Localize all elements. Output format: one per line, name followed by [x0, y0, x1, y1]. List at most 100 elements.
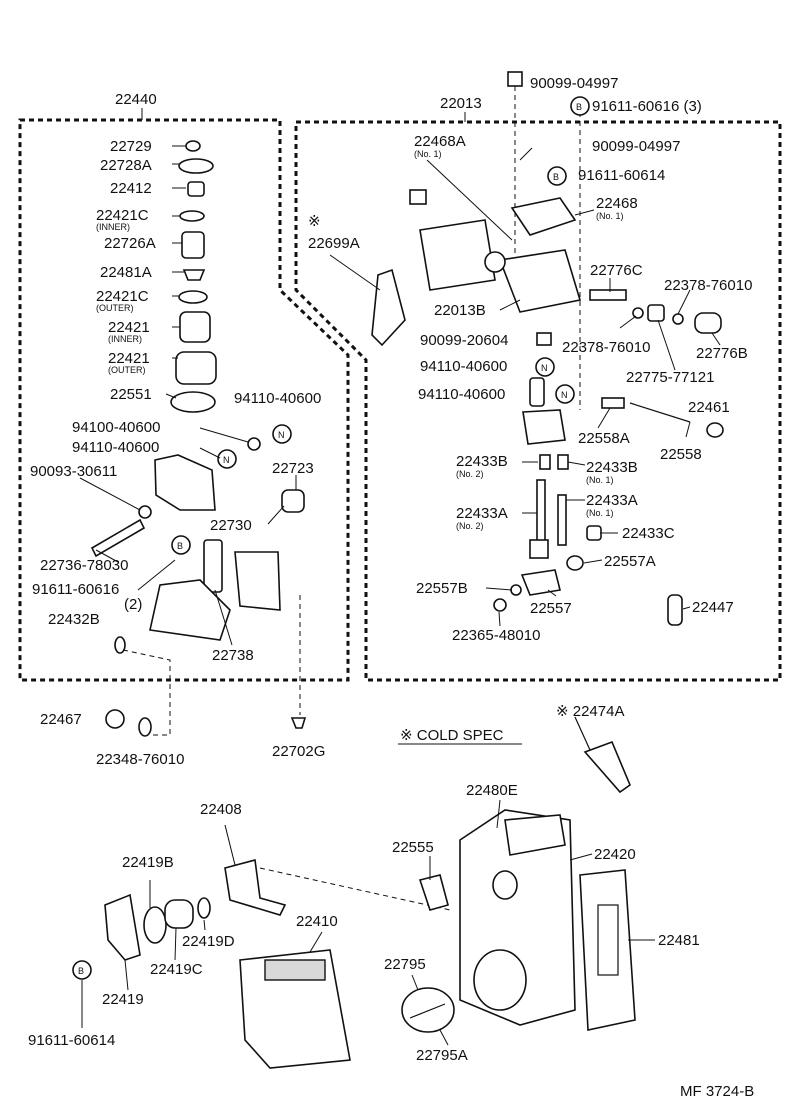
label-22408: 22408: [200, 801, 242, 818]
left-stack-parts: [90, 140, 305, 654]
bolt-mark-3: B: [553, 172, 559, 182]
label-22419B: 22419B: [122, 854, 174, 871]
label-91611-60616: 91611-60616: [32, 581, 119, 598]
label-22474A: ※ 22474A: [556, 703, 624, 720]
label-22555: 22555: [392, 839, 434, 856]
label-22447: 22447: [692, 599, 734, 616]
label-22365-48010: 22365-48010: [452, 627, 540, 644]
label-22412: 22412: [110, 180, 152, 197]
label-22468: 22468: [596, 195, 638, 212]
note-no1-b: (No. 1): [596, 211, 624, 221]
note-qty2: (2): [124, 596, 142, 613]
part-22348-shape: [138, 717, 152, 737]
note-no2-b: (No. 2): [456, 521, 484, 531]
label-22348-76010: 22348-76010: [96, 751, 184, 768]
label-22013: 22013: [440, 95, 482, 112]
note-no1-a: (No. 1): [414, 149, 442, 159]
label-90093-30611: 90093-30611: [30, 463, 117, 480]
label-22419: 22419: [102, 991, 144, 1008]
label-22410: 22410: [296, 913, 338, 930]
label-90099-20604: 90099-20604: [420, 332, 508, 349]
label-94110-40600-b: 94110-40600: [72, 439, 159, 456]
label-22481: 22481: [658, 932, 700, 949]
label-22013B: 22013B: [434, 302, 486, 319]
note-inner-a: (INNER): [96, 222, 130, 232]
label-22481A: 22481A: [100, 264, 152, 281]
label-22420: 22420: [594, 846, 636, 863]
label-22795A: 22795A: [416, 1047, 468, 1064]
label-22557A: 22557A: [604, 553, 656, 570]
left-markers: N N B: [171, 424, 292, 555]
label-22729: 22729: [110, 138, 152, 155]
label-22795: 22795: [384, 956, 426, 973]
label-22776C: 22776C: [590, 262, 643, 279]
label-94110-40600-c: 94110-40600: [420, 358, 507, 375]
nut-mark-3: N: [541, 363, 548, 373]
label-22421-inner: 22421: [108, 319, 150, 336]
label-22468A: 22468A: [414, 133, 466, 150]
label-22557B: 22557B: [416, 580, 468, 597]
bolt-mark-1: B: [177, 541, 183, 551]
note-no2-a: (No. 2): [456, 469, 484, 479]
label-22421C-inner: 22421C: [96, 207, 149, 224]
label-22775-77121: 22775-77121: [626, 369, 714, 386]
footer-code: MF 3724-B: [680, 1083, 754, 1100]
label-22467: 22467: [40, 711, 82, 728]
left-assembly-box: [18, 118, 350, 682]
label-cold-spec: ※ COLD SPEC: [400, 727, 504, 744]
label-22433A-no1: 22433A: [586, 492, 638, 509]
label-22440: 22440: [115, 91, 157, 108]
label-90099-04997-top: 90099-04997: [530, 75, 618, 92]
right-leaders: [329, 147, 721, 627]
label-22699A-mark: ※: [308, 213, 321, 230]
label-22558: 22558: [660, 446, 702, 463]
label-22419C: 22419C: [150, 961, 203, 978]
label-22378-76010-b: 22378-76010: [562, 339, 650, 356]
label-91611-60616-3: 91611-60616 (3): [592, 98, 702, 115]
label-90099-04997: 90099-04997: [592, 138, 680, 155]
right-markers: B B N N: [535, 96, 590, 404]
label-22433A-no2: 22433A: [456, 505, 508, 522]
lower-leaders: [81, 799, 655, 1046]
link-dash-1: [122, 649, 171, 736]
label-22433B-no2: 22433B: [456, 453, 508, 470]
label-94100-40600: 94100-40600: [72, 419, 160, 436]
nut-mark-4: N: [561, 390, 568, 400]
label-22726A: 22726A: [104, 235, 156, 252]
label-22480E: 22480E: [466, 782, 518, 799]
part-22467-shape: [105, 709, 125, 729]
label-22421C-outer: 22421C: [96, 288, 149, 305]
label-22738: 22738: [212, 647, 254, 664]
right-assembly-box: [294, 120, 782, 682]
lower-parts: [104, 716, 636, 1069]
label-22723: 22723: [272, 460, 314, 477]
label-22728A: 22728A: [100, 157, 152, 174]
labels: 22440 22013 22729 22728A 22412 22421C (I…: [28, 75, 754, 1100]
label-22461: 22461: [688, 399, 730, 416]
label-22378-76010-a: 22378-76010: [664, 277, 752, 294]
label-22557: 22557: [530, 600, 572, 617]
label-91611-60614-left: 91611-60614: [28, 1032, 115, 1049]
label-22736-78030: 22736-78030: [40, 557, 128, 574]
label-22730: 22730: [210, 517, 252, 534]
part-22702g-shape: [290, 717, 307, 729]
nut-mark-2: N: [223, 455, 230, 465]
label-22699A: 22699A: [308, 235, 360, 252]
label-22433B-no1: 22433B: [586, 459, 638, 476]
note-outer-b: (OUTER): [108, 365, 146, 375]
label-22419D: 22419D: [182, 933, 235, 950]
label-91611-60614-right: 91611-60614: [578, 167, 665, 184]
label-22551: 22551: [110, 386, 152, 403]
right-upper-parts: [371, 71, 724, 626]
left-leaders: [79, 145, 297, 646]
bolt-mark-2: B: [576, 102, 582, 112]
note-no1-d: (No. 1): [586, 508, 614, 518]
label-22558A: 22558A: [578, 430, 630, 447]
label-22433C: 22433C: [622, 525, 675, 542]
note-outer-a: (OUTER): [96, 303, 134, 313]
label-22432B: 22432B: [48, 611, 100, 628]
label-94110-40600-a: 94110-40600: [234, 390, 321, 407]
nut-mark-1: N: [278, 430, 285, 440]
